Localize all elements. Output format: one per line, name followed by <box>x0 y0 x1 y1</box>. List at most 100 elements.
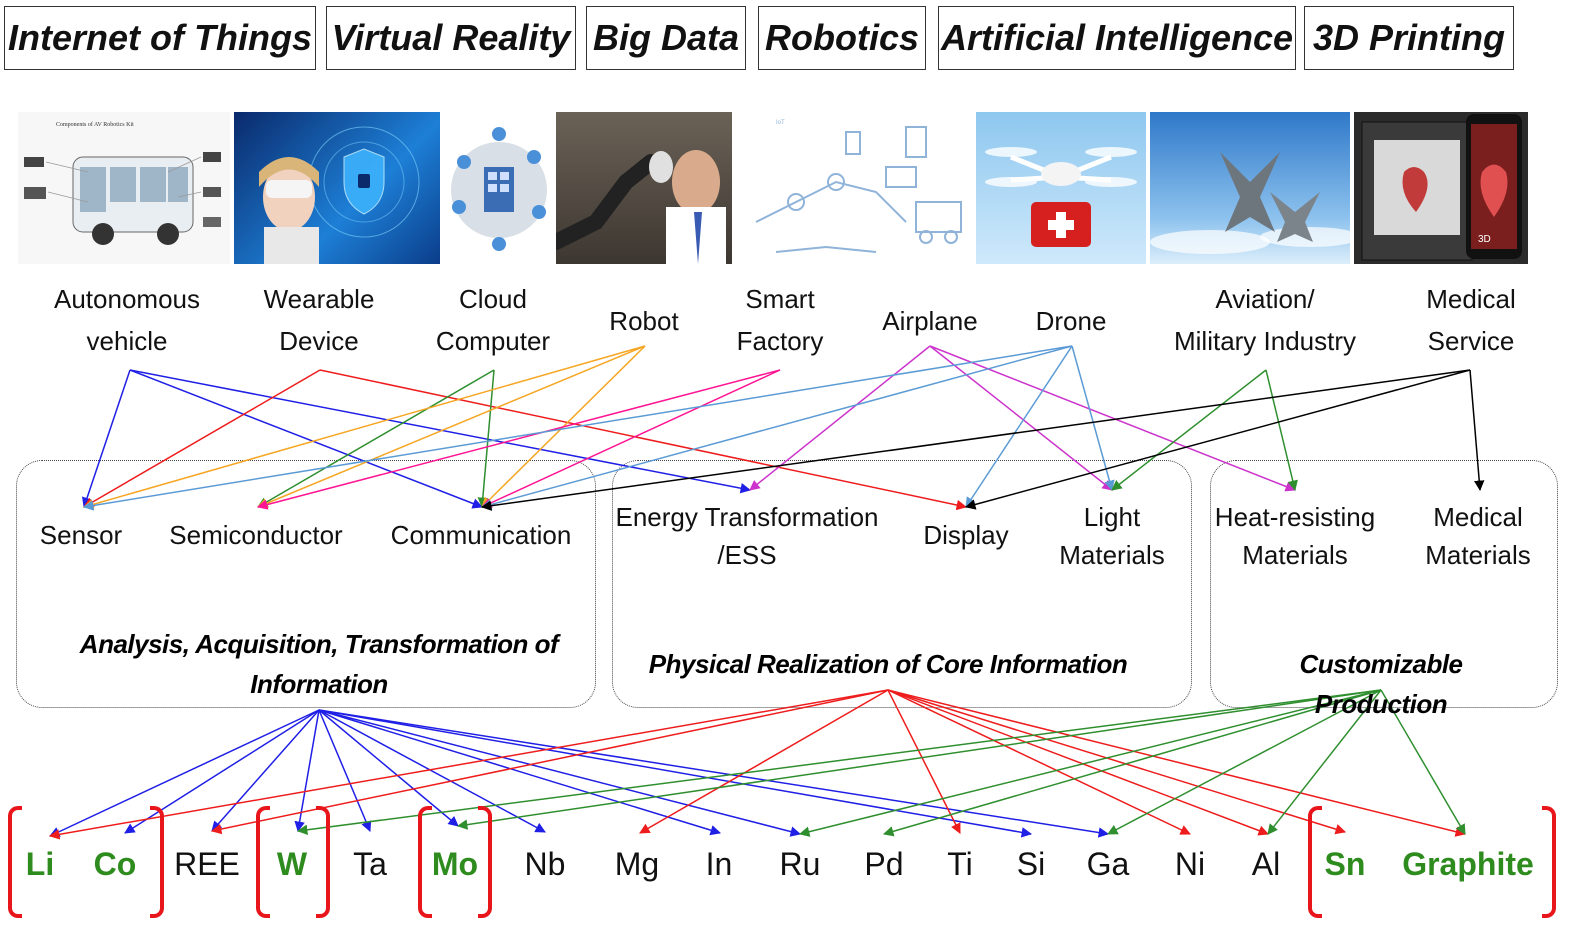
app-medical-service: Medical Service <box>1426 284 1516 356</box>
mineral-si: Si <box>1016 846 1046 882</box>
bracket-right-li-co <box>150 806 164 918</box>
group-title-analysis: Analysis, Acquisition, Transformation of… <box>79 629 559 699</box>
link-arrow-sf-to-sc <box>256 369 781 510</box>
tech-box-vr: Virtual Reality <box>326 6 576 70</box>
tech-label: Artificial Intelligence <box>940 17 1294 58</box>
group-box-physical-realization <box>612 460 1192 708</box>
tech-box-robotics: Robotics <box>758 6 926 70</box>
link-arrow-g3-to-Mo <box>456 689 1382 830</box>
component-display: Display <box>923 520 1009 550</box>
photo-autonomous-vehicle: Components of AV Robotics Kit <box>18 112 230 264</box>
link-arrow-g1-to-Si <box>318 709 1033 838</box>
svg-text:IoT: IoT <box>776 120 785 126</box>
link-arrow-ap-to-lm <box>929 345 1113 491</box>
link-arrow-g2-to-Li <box>48 689 889 840</box>
group-title-customizable: Customizable Production <box>1299 649 1463 719</box>
app-robot: Robot <box>609 306 679 336</box>
mineral-sn: Sn <box>1324 846 1366 882</box>
link-arrow-av-to-se <box>82 369 131 508</box>
component-heat-resisting-materials: Heat-resisting Materials <box>1214 502 1376 570</box>
bracket-left-li-co <box>8 806 22 918</box>
link-arrow-g1-to-Ga <box>318 709 1110 838</box>
link-arrow-av-to-et <box>129 369 752 494</box>
app-cloud-computer: Cloud Computer <box>435 284 551 356</box>
link-arrow-dr-to-lm <box>1071 345 1115 492</box>
photo-fighter-jet <box>1150 112 1350 264</box>
link-arrow-ro-to-sc <box>257 345 646 509</box>
link-arrow-g3-to-Ga <box>1107 689 1382 835</box>
link-arrow-g1-to-Li <box>49 709 320 837</box>
link-arrow-am-to-lm <box>1111 369 1267 491</box>
link-arrow-g3-to-Al <box>1267 689 1382 835</box>
link-arrow-cc-to-co <box>477 369 495 509</box>
link-arrow-g1-to-In <box>318 709 722 836</box>
photo-smart-factory: IoT <box>736 112 972 264</box>
link-arrow-ms-to-mm <box>1469 369 1485 492</box>
component-energy-transformation: Energy Transformation /ESS <box>615 502 879 570</box>
mineral-ta: Ta <box>353 846 387 882</box>
mineral-mo: Mo <box>431 846 479 882</box>
app-smart-factory: Smart Factory <box>736 284 824 356</box>
link-arrow-g3-to-W <box>296 689 1382 835</box>
mineral-al: Al <box>1251 846 1281 882</box>
link-arrow-wd-to-di <box>319 369 968 511</box>
mineral-nb: Nb <box>524 846 566 882</box>
bracket-right-sn-graphite <box>1542 806 1556 918</box>
tech-box-iot: Internet of Things <box>4 6 316 70</box>
bracket-left-mo <box>418 806 432 918</box>
app-wearable-device: Wearable Device <box>263 284 375 356</box>
bracket-left-sn-graphite <box>1308 806 1322 918</box>
mineral-ni: Ni <box>1174 846 1206 882</box>
link-arrow-ms-to-co <box>480 369 1471 511</box>
mineral-graphite: Graphite <box>1402 846 1534 882</box>
link-arrow-g2-to-Al <box>887 689 1269 836</box>
group-box-analysis <box>16 460 596 708</box>
tech-label: Big Data <box>592 17 740 58</box>
photo-3d-printer: 3D <box>1354 112 1528 264</box>
link-arrow-wd-to-se <box>83 369 321 508</box>
app-autonomous-vehicle: Autonomous vehicle <box>54 284 200 356</box>
app-airplane: Airplane <box>882 306 978 336</box>
component-sensor: Sensor <box>39 520 123 550</box>
mineral-ti: Ti <box>947 846 973 882</box>
photo-drone <box>976 112 1146 264</box>
group-title-physical-realization: Physical Realization of Core Information <box>648 649 1128 679</box>
group-box-customizable <box>1210 460 1558 708</box>
bracket-right-w <box>316 806 330 918</box>
bracket-right-mo <box>478 806 492 918</box>
link-arrow-g3-to-Pd <box>882 689 1382 837</box>
photo-cloud-computer <box>444 112 554 264</box>
link-arrow-g2-to-Ti <box>887 689 961 834</box>
link-arrow-g2-to-REE <box>210 689 889 835</box>
link-arrow-g2-to-Mg <box>639 689 889 834</box>
component-semiconductor: Semiconductor <box>169 520 343 550</box>
component-medical-materials: Medical Materials <box>1425 502 1531 570</box>
link-arrow-g1-to-Mo <box>318 709 459 827</box>
link-arrow-g1-to-REE <box>211 709 320 832</box>
component-light-materials: Light Materials <box>1059 502 1165 570</box>
link-arrow-dr-to-di <box>965 345 1073 508</box>
bracket-left-w <box>256 806 270 918</box>
mineral-w: W <box>276 846 308 882</box>
link-arrow-am-to-hr <box>1265 369 1298 492</box>
link-arrow-ms-to-di <box>964 369 1471 510</box>
mineral-in: In <box>705 846 733 882</box>
photo-caption: Components of AV Robotics Kit <box>56 121 134 128</box>
link-arrow-g2-to-Graphite <box>887 689 1467 837</box>
link-arrow-ap-to-hr <box>929 345 1296 492</box>
link-arrow-g3-to-Graphite <box>1380 689 1466 835</box>
mineral-ru: Ru <box>779 846 821 882</box>
tech-label: Robotics <box>764 17 919 58</box>
link-arrow-ro-to-se <box>82 345 646 510</box>
mineral-ree: REE <box>174 846 240 882</box>
component-communication: Communication <box>390 520 572 550</box>
mineral-mg: Mg <box>614 846 660 882</box>
tech-box-ai: Artificial Intelligence <box>938 6 1296 70</box>
link-arrow-g1-to-Ta <box>318 709 372 832</box>
link-arrow-dr-to-co <box>480 345 1073 510</box>
link-arrow-g1-to-Ru <box>318 709 802 837</box>
tech-label: Internet of Things <box>8 17 312 58</box>
tech-box-big-data: Big Data <box>586 6 746 70</box>
link-arrow-g3-to-Ru <box>798 689 1382 837</box>
app-aviation-military: Aviation/ Military Industry <box>1173 284 1357 356</box>
